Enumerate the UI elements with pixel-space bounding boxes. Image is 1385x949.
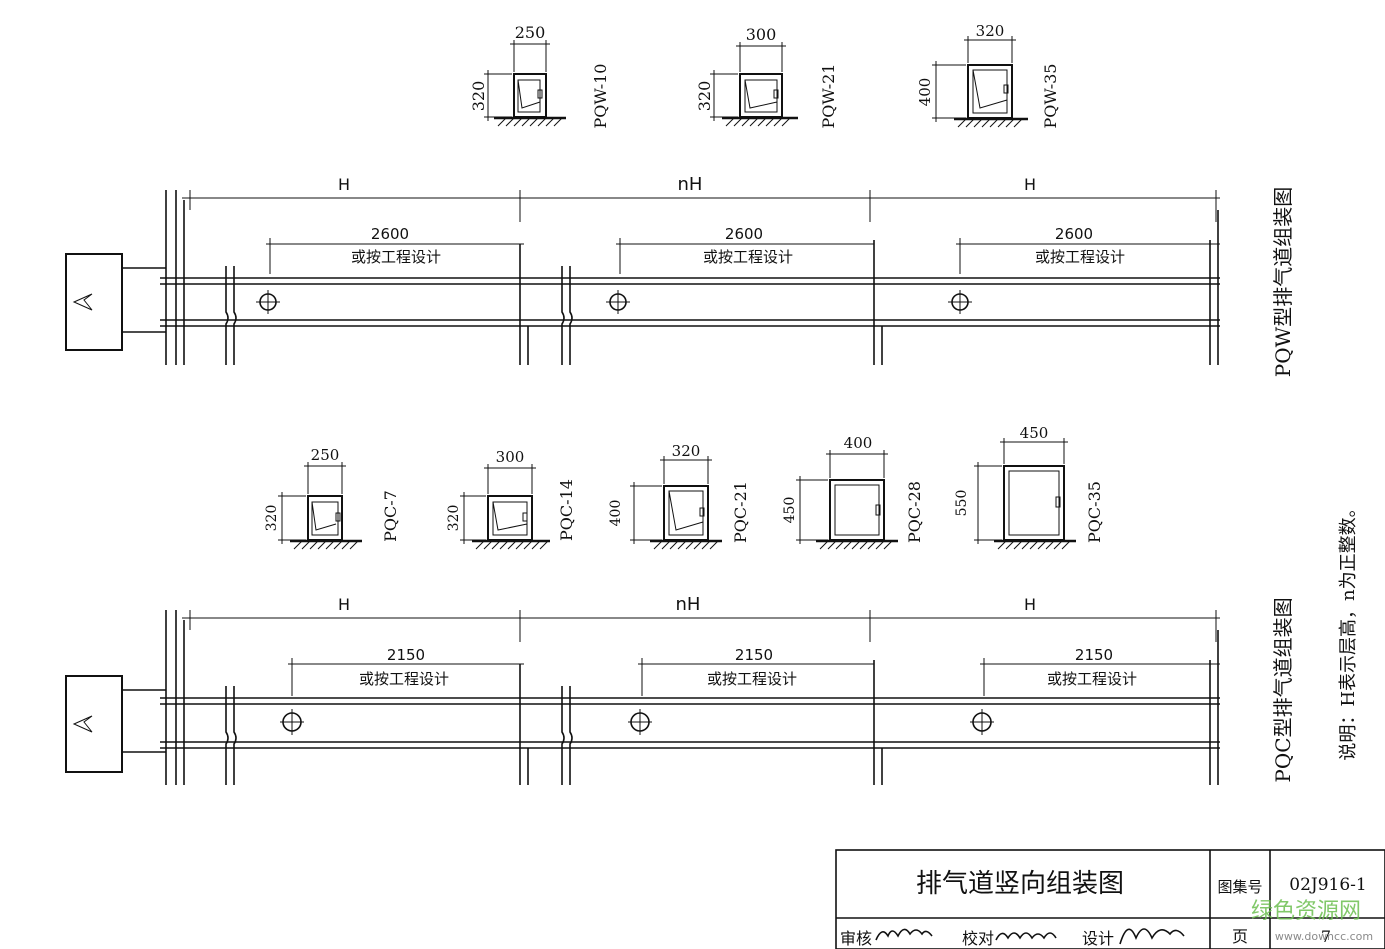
pqc-s4-height: 450 xyxy=(782,497,798,524)
pqw-note-3: 或按工程设计 xyxy=(1035,248,1125,266)
pqc-section-3: 320 400 PQC-21 xyxy=(608,442,750,550)
pqw-s2-height: 320 xyxy=(695,81,714,112)
pqw-dim-h-left: H xyxy=(338,175,350,194)
pqc-label: PQC型排气道组装图 xyxy=(1271,597,1295,782)
pqw-note-2: 或按工程设计 xyxy=(703,248,793,266)
pqc-s5-width: 450 xyxy=(1020,424,1049,442)
pqc-dim-nh: nH xyxy=(676,594,701,615)
review-signature xyxy=(875,928,933,941)
pqw-section-2: 300 320 PQW-21 xyxy=(695,25,838,128)
pqw-s2-model: PQW-21 xyxy=(819,64,838,129)
pqw-section-3: 320 400 PQW-35 xyxy=(916,22,1060,128)
pqc-s3-height: 400 xyxy=(608,500,624,527)
pqc-dim-h-left: H xyxy=(338,595,350,614)
pqw-section-1: 250 320 PQW-10 xyxy=(469,23,610,128)
pqw-label: PQW型排气道组装图 xyxy=(1271,187,1295,377)
pqw-s2-width: 300 xyxy=(746,25,777,44)
pqw-dim-nh: nH xyxy=(678,174,703,195)
pqc-s3-width: 320 xyxy=(672,442,701,460)
pqc-s4-width: 400 xyxy=(844,434,873,452)
pqw-span-3: 2600 xyxy=(1055,225,1093,243)
pqw-note-1: 或按工程设计 xyxy=(351,248,441,266)
pqw-s3-height: 400 xyxy=(916,78,934,107)
atlas-number: 02J916-1 xyxy=(1289,875,1366,895)
check-signature xyxy=(995,932,1057,941)
pqc-s4-model: PQC-28 xyxy=(905,481,924,543)
pqc-section-2: 300 320 PQC-14 xyxy=(446,448,576,550)
pqw-dim-h-right: H xyxy=(1024,175,1036,194)
drawing-title: 排气道竖向组装图 xyxy=(916,869,1124,899)
watermark-url: www.downcc.com xyxy=(1275,930,1373,943)
pqc-s1-height: 320 xyxy=(264,505,280,532)
design-signature xyxy=(1119,928,1185,945)
watermark: 绿色资源网 www.downcc.com xyxy=(1251,899,1373,943)
pqw-span-1: 2600 xyxy=(371,225,409,243)
pqc-section-5: 450 550 PQC-35 xyxy=(954,424,1104,550)
pqw-s1-model: PQW-10 xyxy=(591,64,610,129)
pqw-span-2: 2600 xyxy=(725,225,763,243)
atlas-label: 图集号 xyxy=(1217,878,1262,896)
pqc-s5-height: 550 xyxy=(954,490,970,517)
pqw-elevation: H nH H 2600 2600 2600 或按工程设计 或按工程设计 或按工程… xyxy=(65,174,1220,365)
watermark-cn: 绿色资源网 xyxy=(1251,899,1361,924)
pqc-s2-height: 320 xyxy=(446,505,462,532)
pqc-elevation: H nH H 2150 2150 2150 或按工程设计 或按工程设计 或按工程… xyxy=(65,594,1220,785)
pqw-s3-width: 320 xyxy=(976,22,1005,40)
pqc-section-1: 250 320 PQC-7 xyxy=(264,446,400,550)
pqc-note-3: 或按工程设计 xyxy=(1047,670,1137,688)
pqc-s2-width: 300 xyxy=(496,448,525,466)
pqc-dim-h-right: H xyxy=(1024,595,1036,614)
pqc-s1-width: 250 xyxy=(311,446,340,464)
pqc-span-1: 2150 xyxy=(387,646,425,664)
pqc-note-2: 或按工程设计 xyxy=(707,670,797,688)
pqc-s2-model: PQC-14 xyxy=(557,479,576,541)
page-label: 页 xyxy=(1232,927,1248,946)
title-block: 排气道竖向组装图 图集号 02J916-1 审核 校对 设计 页 7 xyxy=(835,849,1385,949)
pqc-section-4: 400 450 PQC-28 xyxy=(782,434,924,550)
drawing-note: 说明：H表示层高，n为正整数。 xyxy=(1338,499,1359,760)
pqc-span-2: 2150 xyxy=(735,646,773,664)
pqw-s1-height: 320 xyxy=(469,81,488,112)
pqc-s1-model: PQC-7 xyxy=(381,490,400,542)
review-label: 审核 xyxy=(840,929,872,948)
check-label: 校对 xyxy=(962,929,994,948)
page-number: 7 xyxy=(1321,927,1331,946)
pqw-s1-width: 250 xyxy=(515,23,546,42)
pqc-span-3: 2150 xyxy=(1075,646,1113,664)
pqc-note-1: 或按工程设计 xyxy=(359,670,449,688)
design-label: 设计 xyxy=(1082,929,1114,948)
pqw-s3-model: PQW-35 xyxy=(1041,64,1060,129)
pqc-s5-model: PQC-35 xyxy=(1085,481,1104,543)
pqc-s3-model: PQC-21 xyxy=(731,481,750,543)
